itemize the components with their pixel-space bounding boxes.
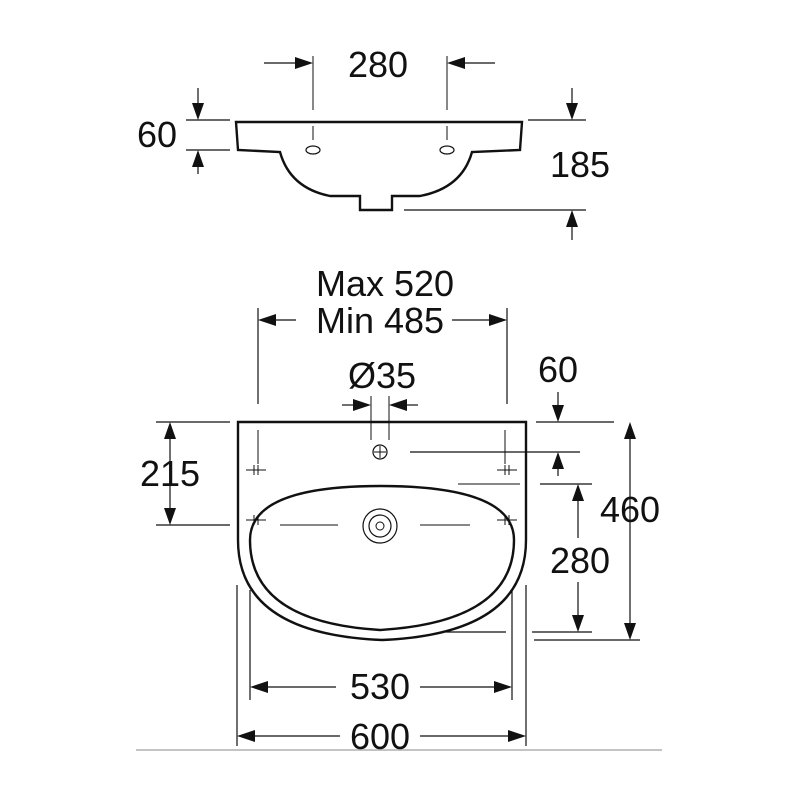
- drain-outer: [362, 508, 398, 544]
- side-view-hole-left: [305, 145, 321, 155]
- dim-total-width-label: 600: [350, 716, 410, 757]
- dim-rim-height-label: 60: [137, 114, 177, 155]
- bracket-marker-left-top: [246, 465, 266, 475]
- dim-total-depth: 185: [404, 88, 610, 240]
- dim-bowl-width: 530: [249, 590, 513, 707]
- dim-total-height: 460: [534, 422, 660, 641]
- dim-hole-spacing: 280: [264, 44, 495, 85]
- dim-tap-hole-label: Ø35: [348, 355, 416, 396]
- side-view-outline: [234, 120, 524, 212]
- dim-tap-hole: Ø35: [342, 355, 418, 411]
- dim-bracket-height-label: 215: [140, 453, 200, 494]
- drain-inner: [368, 514, 392, 538]
- basin-bowl: [248, 484, 516, 632]
- bracket-marker-right-bottom: [497, 515, 517, 525]
- bracket-marker-left-bottom: [246, 515, 266, 525]
- tap-hole: [372, 444, 388, 460]
- dim-tap-offset: 60: [410, 349, 614, 476]
- plan-view: Max 520 Min 485 Ø35 60: [136, 263, 662, 757]
- dim-bracket-height: 215: [140, 421, 230, 526]
- dim-width-range: Max 520 Min 485: [257, 263, 508, 404]
- dim-hole-spacing-label: 280: [348, 44, 408, 85]
- dim-tap-offset-label: 60: [538, 349, 578, 390]
- basin-outline: [236, 420, 528, 642]
- dim-min-width-label: Min 485: [316, 300, 444, 341]
- dim-max-width-label: Max 520: [316, 263, 454, 304]
- dim-bowl-height-label: 280: [550, 540, 610, 581]
- dim-bowl-height: 280: [446, 483, 610, 633]
- dim-bowl-width-label: 530: [350, 666, 410, 707]
- side-view-hole-right: [439, 145, 455, 155]
- dim-total-depth-label: 185: [550, 144, 610, 185]
- side-view: 280 60 185: [137, 44, 610, 240]
- dim-total-height-label: 460: [600, 489, 660, 530]
- bracket-marker-right-top: [497, 465, 517, 475]
- dim-rim-height: 60: [137, 88, 230, 174]
